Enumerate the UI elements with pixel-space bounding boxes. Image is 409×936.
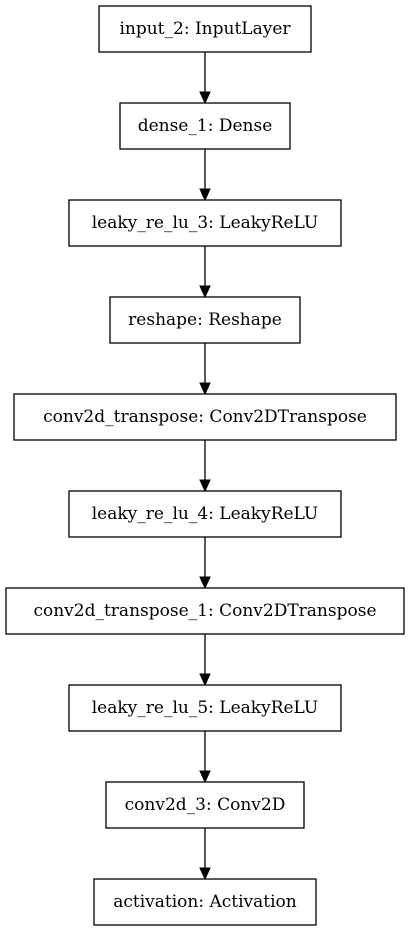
arrowhead-icon bbox=[199, 91, 211, 105]
layer-box bbox=[5, 587, 405, 635]
layer-label: input_2: InputLayer bbox=[119, 19, 291, 39]
edge-arrow bbox=[199, 440, 211, 493]
layer-node: conv2d_transpose_1: Conv2DTranspose bbox=[5, 587, 405, 635]
layer-label: conv2d_transpose: Conv2DTranspose bbox=[43, 407, 367, 427]
layer-label: leaky_re_lu_4: LeakyReLU bbox=[92, 504, 319, 524]
layer-label: activation: Activation bbox=[113, 892, 297, 912]
layer-box bbox=[68, 490, 342, 538]
layer-label: reshape: Reshape bbox=[128, 310, 282, 330]
edge-arrow bbox=[199, 149, 211, 202]
edge-arrow bbox=[199, 246, 211, 299]
edge-arrow bbox=[199, 731, 211, 784]
layer-label: dense_1: Dense bbox=[138, 116, 273, 136]
edge-arrow bbox=[199, 343, 211, 396]
arrowhead-icon bbox=[199, 285, 211, 299]
edge-arrow bbox=[199, 537, 211, 590]
layer-node: input_2: InputLayer bbox=[98, 5, 312, 53]
layer-box bbox=[119, 102, 291, 150]
layer-label: conv2d_transpose_1: Conv2DTranspose bbox=[33, 601, 376, 621]
layer-box bbox=[13, 393, 397, 441]
arrowhead-icon bbox=[199, 673, 211, 687]
layer-box bbox=[98, 5, 312, 53]
arrowhead-icon bbox=[199, 576, 211, 590]
nodes: input_2: InputLayer dense_1: Dense leaky_r… bbox=[5, 5, 405, 926]
edge-arrow bbox=[199, 634, 211, 687]
layer-label: leaky_re_lu_3: LeakyReLU bbox=[92, 213, 319, 233]
layer-node: dense_1: Dense bbox=[119, 102, 291, 150]
arrowhead-icon bbox=[199, 770, 211, 784]
layer-node: conv2d_transpose: Conv2DTranspose bbox=[13, 393, 397, 441]
layer-node: leaky_re_lu_4: LeakyReLU bbox=[68, 490, 342, 538]
layer-node: reshape: Reshape bbox=[109, 296, 301, 344]
layer-label: leaky_re_lu_5: LeakyReLU bbox=[92, 698, 319, 718]
layer-box bbox=[68, 199, 342, 247]
edge-arrow bbox=[199, 828, 211, 881]
edges bbox=[199, 52, 211, 881]
layer-node: activation: Activation bbox=[93, 878, 317, 926]
edge-arrow bbox=[199, 52, 211, 105]
layer-box bbox=[105, 781, 305, 829]
arrowhead-icon bbox=[199, 479, 211, 493]
layer-box bbox=[68, 684, 342, 732]
layer-node: conv2d_3: Conv2D bbox=[105, 781, 305, 829]
arrowhead-icon bbox=[199, 188, 211, 202]
arrowhead-icon bbox=[199, 867, 211, 881]
layer-node: leaky_re_lu_3: LeakyReLU bbox=[68, 199, 342, 247]
layer-box bbox=[93, 878, 317, 926]
layer-node: leaky_re_lu_5: LeakyReLU bbox=[68, 684, 342, 732]
layer-label: conv2d_3: Conv2D bbox=[125, 795, 286, 815]
layer-box bbox=[109, 296, 301, 344]
arrowhead-icon bbox=[199, 382, 211, 396]
